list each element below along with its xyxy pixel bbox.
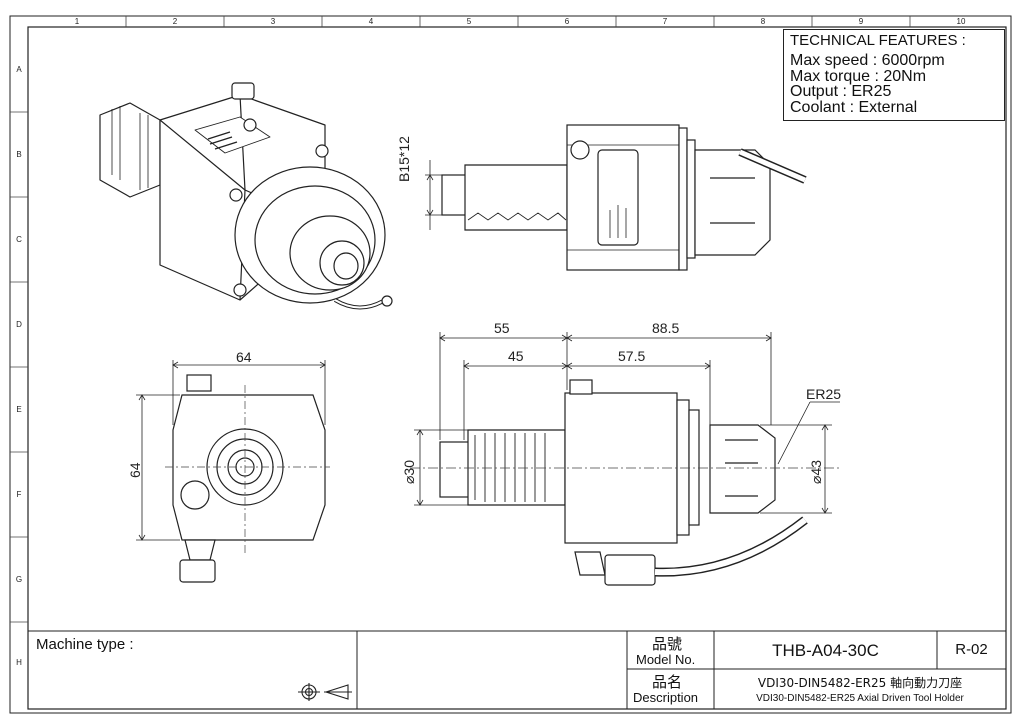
technical-features-box: TECHNICAL FEATURES : Max speed : 6000rpm…	[783, 29, 1005, 121]
description-cn: 品名	[652, 673, 683, 691]
length-45-dimension: 45	[508, 348, 524, 364]
zone-row-e: E	[16, 405, 22, 414]
zone-col-7: 7	[662, 17, 668, 26]
coolant-text: Coolant : External	[790, 98, 918, 116]
projection-symbol-icon	[298, 683, 352, 701]
model-no-en: Model No.	[636, 652, 696, 667]
technical-features-title: TECHNICAL FEATURES :	[790, 32, 966, 49]
machine-type-label: Machine type :	[36, 636, 134, 653]
zone-row-c: C	[16, 235, 22, 244]
zone-col-1: 1	[74, 17, 80, 26]
description-value-cn: VDI30-DIN5482-ER25 軸向動力刀座	[757, 676, 963, 690]
model-no-cn: 品號	[652, 635, 683, 653]
zone-col-9: 9	[858, 17, 864, 26]
zone-col-10: 10	[956, 17, 966, 26]
isometric-view	[99, 82, 393, 310]
width-dimension: 64	[236, 349, 252, 365]
zone-row-g: G	[15, 575, 23, 584]
length-55-dimension: 55	[494, 320, 510, 336]
zone-col-2: 2	[172, 17, 178, 26]
max-torque-text: Max torque : 20Nm	[790, 67, 927, 85]
zone-col-4: 4	[368, 17, 374, 26]
length-57-5-dimension: 57.5	[618, 348, 646, 364]
zone-col-6: 6	[564, 17, 570, 26]
description-en: Description	[633, 690, 699, 705]
front-view	[136, 360, 330, 583]
collet-dimension: ER25	[806, 386, 842, 402]
zone-row-h: H	[16, 658, 22, 667]
zone-col-8: 8	[760, 17, 766, 26]
side-view	[425, 124, 807, 271]
dimensioned-side-view	[410, 332, 840, 586]
max-speed-text: Max speed : 6000rpm	[790, 52, 945, 69]
output-text: Output : ER25	[790, 83, 892, 100]
zone-col-5: 5	[466, 17, 472, 26]
description-value-en: VDI30-DIN5482-ER25 Axial Driven Tool Hol…	[756, 693, 964, 704]
zone-row-f: F	[16, 490, 22, 499]
zone-col-3: 3	[270, 17, 276, 26]
length-88-5-dimension: 88.5	[652, 320, 680, 336]
revision-value: R-02	[955, 641, 988, 658]
model-no-value: THB-A04-30C	[772, 641, 879, 660]
zone-row-b: B	[16, 150, 22, 159]
zone-row-d: D	[16, 320, 22, 329]
zone-row-a: A	[16, 65, 22, 74]
